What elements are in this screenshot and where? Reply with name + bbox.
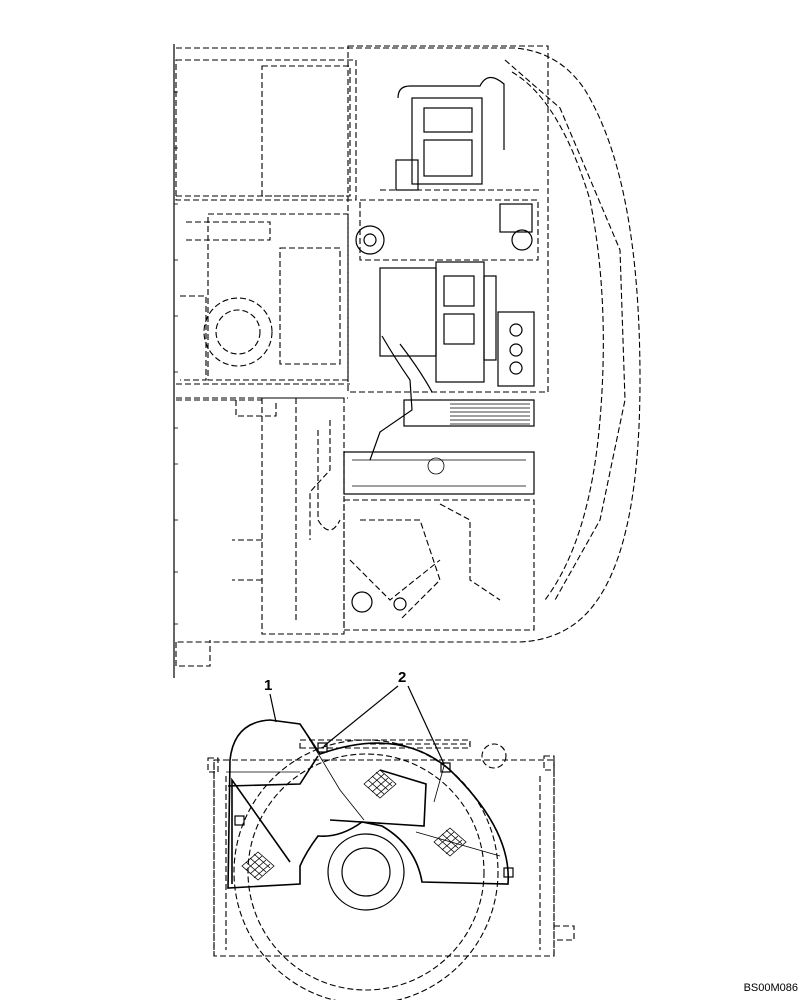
- fan-guard-detail-view: [207, 719, 575, 1000]
- callout-1: 1: [264, 677, 277, 723]
- machine-top-view: [173, 44, 641, 678]
- mounting-bolt: [234, 742, 514, 878]
- callout-label-1: 1: [264, 677, 272, 694]
- callout-2: 2: [323, 669, 445, 765]
- reference-code: BS00M086: [743, 982, 798, 994]
- mesh-panel: [241, 769, 467, 881]
- callout-label-2: 2: [398, 669, 406, 686]
